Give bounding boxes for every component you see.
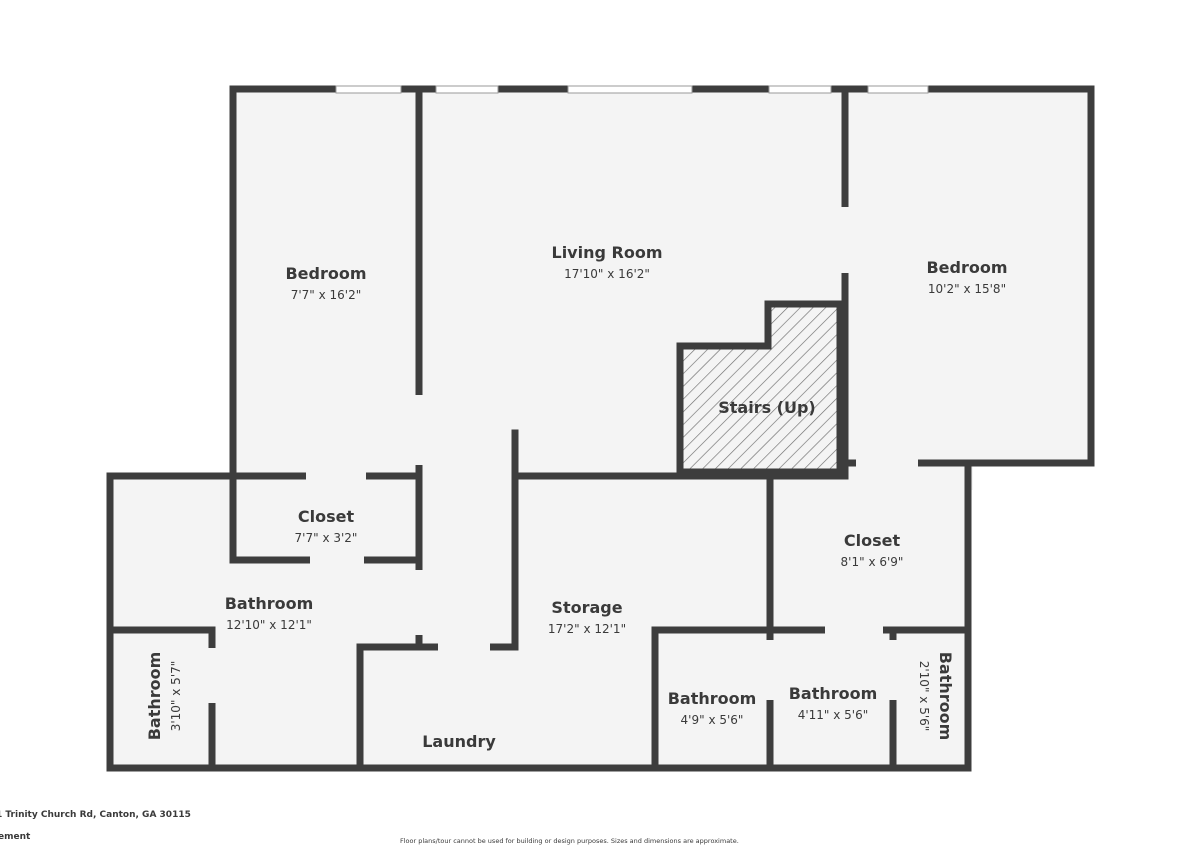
room-bedroom-left: Bedroom 7'7" x 16'2" <box>285 264 366 302</box>
floor-level-label: ement <box>0 832 31 842</box>
room-name: Living Room <box>552 243 663 262</box>
room-closet-right: Closet 8'1" x 6'9" <box>841 531 904 569</box>
room-dimensions: 3'10" x 5'7" <box>169 661 183 732</box>
room-dimensions: 2'10" x 5'6" <box>917 661 931 732</box>
room-dimensions: 17'2" x 12'1" <box>548 622 626 636</box>
room-name: Closet <box>298 507 355 526</box>
room-dimensions: 4'9" x 5'6" <box>681 713 744 727</box>
property-address: 1 Trinity Church Rd, Canton, GA 30115 <box>0 810 191 820</box>
room-name: Bedroom <box>285 264 366 283</box>
room-dimensions: 8'1" x 6'9" <box>841 555 904 569</box>
room-dimensions: 7'7" x 3'2" <box>295 531 358 545</box>
walls <box>106 85 1095 772</box>
room-name: Bathroom <box>145 652 164 741</box>
room-stairs: Stairs (Up) <box>718 398 816 417</box>
room-bathroom-main: Bathroom 12'10" x 12'1" <box>225 594 314 632</box>
room-dimensions: 10'2" x 15'8" <box>928 282 1006 296</box>
room-bathroom-small-left: Bathroom 3'10" x 5'7" <box>145 652 183 741</box>
room-storage: Storage 17'2" x 12'1" <box>548 598 626 636</box>
room-dimensions: 4'11" x 5'6" <box>798 708 869 722</box>
room-living-room: Living Room 17'10" x 16'2" <box>552 243 663 281</box>
room-dimensions: 12'10" x 12'1" <box>226 618 312 632</box>
room-bathroom-c: Bathroom 2'10" x 5'6" <box>917 652 955 741</box>
room-name: Bathroom <box>668 689 757 708</box>
stairs <box>676 300 844 476</box>
room-name: Bathroom <box>225 594 314 613</box>
room-dimensions: 17'10" x 16'2" <box>564 267 650 281</box>
floor-area <box>110 89 1091 768</box>
room-name: Bathroom <box>789 684 878 703</box>
room-name: Bathroom <box>936 652 955 741</box>
room-name: Closet <box>844 531 901 550</box>
door-openings <box>208 207 918 703</box>
room-laundry: Laundry <box>422 732 496 751</box>
room-bathroom-b: Bathroom 4'11" x 5'6" <box>789 684 878 722</box>
windows <box>335 85 929 94</box>
room-dimensions: 7'7" x 16'2" <box>291 288 362 302</box>
disclaimer-text: Floor plans/tour cannot be used for buil… <box>400 837 739 845</box>
room-closet-left: Closet 7'7" x 3'2" <box>295 507 358 545</box>
room-name: Bedroom <box>926 258 1007 277</box>
room-bathroom-a: Bathroom 4'9" x 5'6" <box>668 689 757 727</box>
room-name: Stairs (Up) <box>718 398 816 417</box>
room-name: Storage <box>551 598 622 617</box>
room-bedroom-right: Bedroom 10'2" x 15'8" <box>926 258 1007 296</box>
room-name: Laundry <box>422 732 496 751</box>
room-labels: Bedroom 7'7" x 16'2" Living Room 17'10" … <box>145 243 1008 751</box>
